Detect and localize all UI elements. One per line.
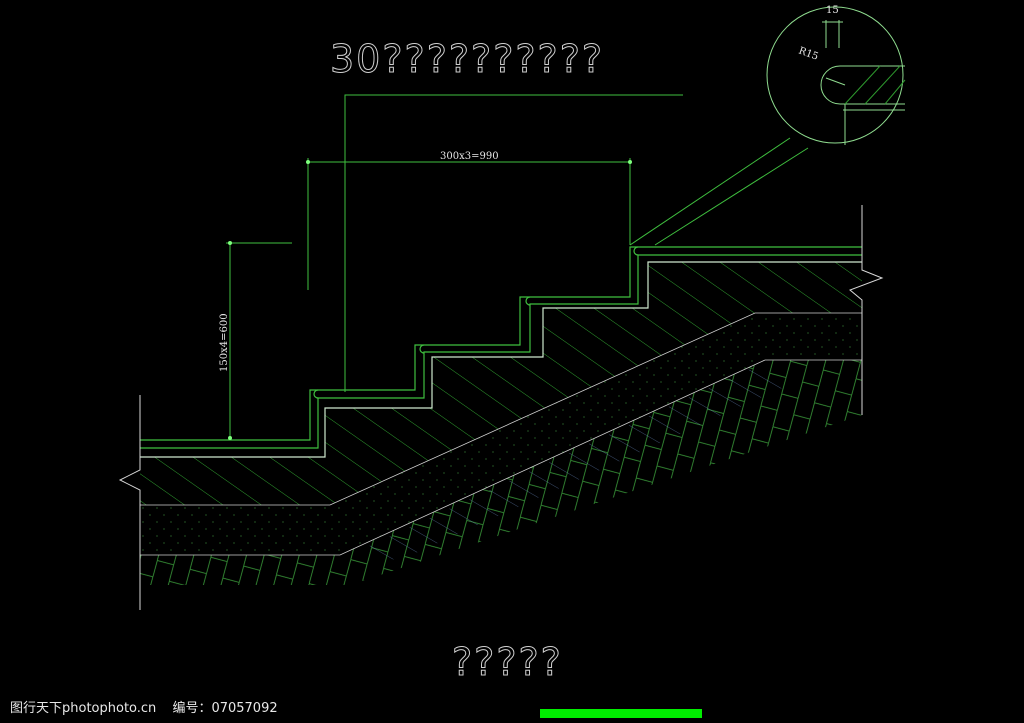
watermark-site: 图行天下photophoto.cn: [10, 701, 157, 716]
green-bar: [540, 709, 702, 718]
watermark-id-label: 编号：: [172, 701, 212, 716]
watermark-id-value: 07057092: [211, 701, 278, 716]
detail-radius-label: R15: [797, 45, 820, 62]
dim-vertical-label: 150x4=600: [219, 313, 230, 372]
drawing-subtitle: ?????: [452, 640, 563, 684]
drawing-title: 30??????????: [330, 37, 604, 81]
dim-horizontal-label: 300x3=990: [440, 151, 499, 162]
watermark: 图行天下photophoto.cn 编号：07057092: [10, 697, 278, 716]
dimension-lines: [226, 94, 809, 438]
boundary-lines: [118, 205, 884, 610]
base-layer-dots: [140, 313, 862, 555]
concrete-hatch: [140, 262, 862, 505]
earth-hatch-2: [350, 362, 800, 560]
stair-outline: [140, 246, 862, 556]
detail-callout: [766, 6, 906, 145]
detail-width-label: 15: [826, 5, 839, 16]
dimension-ticks: [228, 160, 632, 440]
